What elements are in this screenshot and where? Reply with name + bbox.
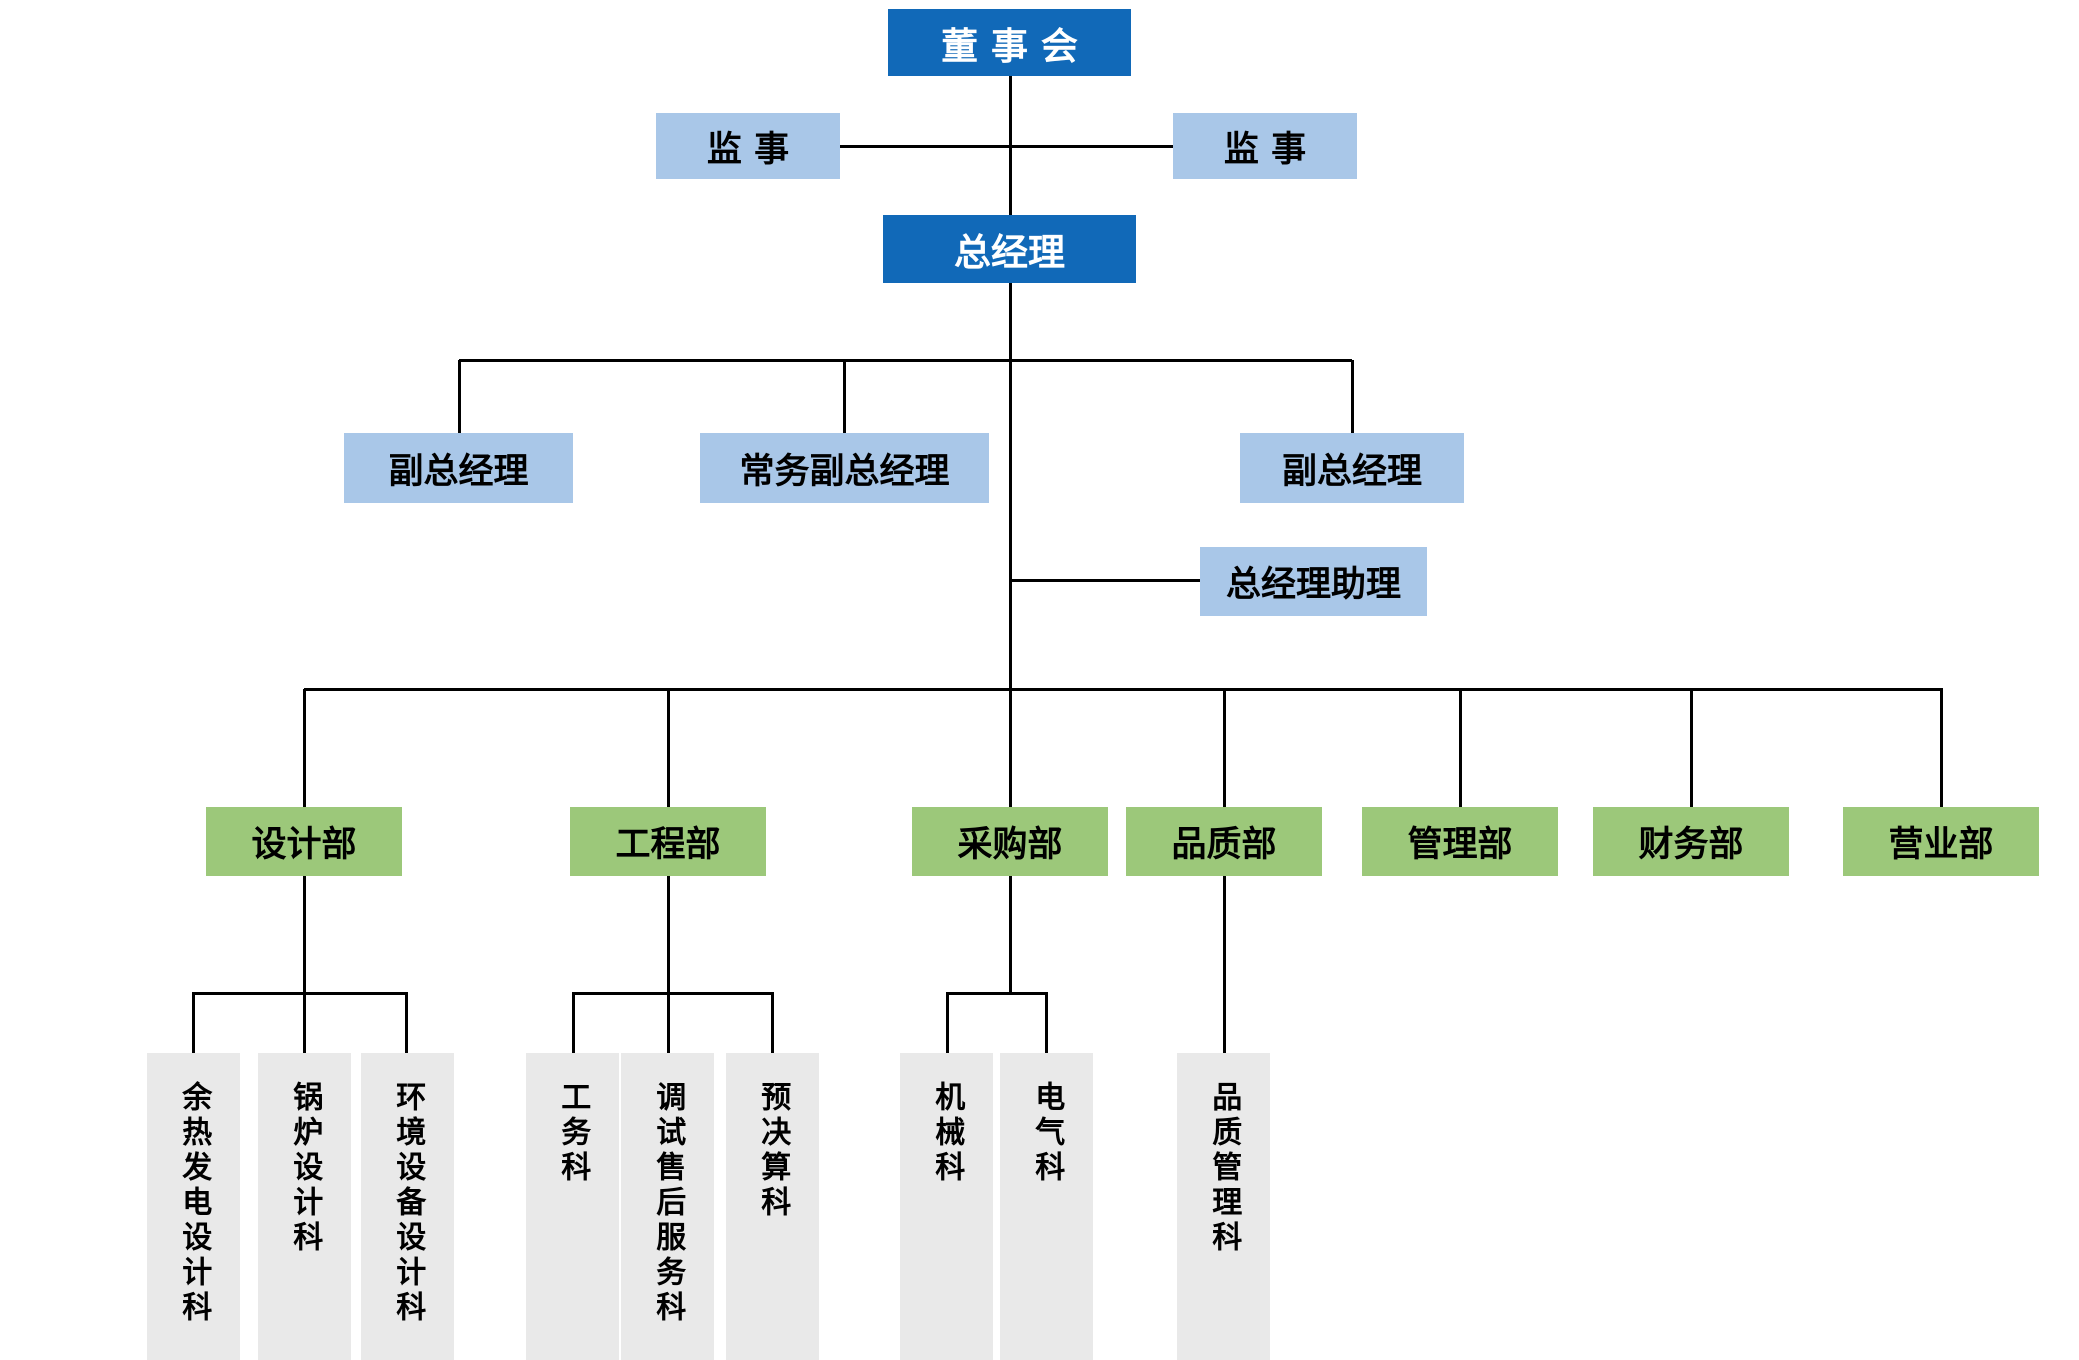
node-section-electrical: 电气科 bbox=[1000, 1053, 1093, 1360]
connector-line bbox=[572, 992, 774, 995]
node-dept-design: 设计部 bbox=[206, 807, 402, 876]
connector-line bbox=[1045, 993, 1048, 1053]
connector-line bbox=[771, 993, 774, 1053]
node-supervisor-left: 监 事 bbox=[656, 113, 840, 179]
section-label: 电气科 bbox=[1029, 1081, 1065, 1186]
section-label: 调试售后服务科 bbox=[650, 1081, 686, 1326]
connector-line bbox=[1009, 283, 1012, 689]
connector-line bbox=[1009, 876, 1012, 994]
connector-line bbox=[840, 145, 1173, 148]
node-section-works: 工务科 bbox=[526, 1053, 619, 1360]
connector-line bbox=[459, 359, 1352, 362]
connector-line bbox=[1223, 689, 1226, 807]
connector-line bbox=[667, 689, 670, 807]
node-dept-purchasing: 采购部 bbox=[912, 807, 1108, 876]
section-label: 工务科 bbox=[555, 1081, 591, 1186]
connector-line bbox=[192, 992, 408, 995]
node-section-env-equipment-design: 环境设备设计科 bbox=[361, 1053, 454, 1360]
node-section-boiler-design: 锅炉设计科 bbox=[258, 1053, 351, 1360]
section-label: 机械科 bbox=[929, 1081, 965, 1186]
node-general-manager: 总经理 bbox=[883, 215, 1136, 283]
connector-line bbox=[303, 689, 306, 807]
node-section-commissioning-aftersales: 调试售后服务科 bbox=[621, 1053, 714, 1360]
connector-line bbox=[572, 993, 575, 1053]
node-section-machinery: 机械科 bbox=[900, 1053, 993, 1360]
node-dept-admin: 管理部 bbox=[1362, 807, 1558, 876]
connector-line bbox=[405, 993, 408, 1053]
node-board: 董 事 会 bbox=[888, 9, 1131, 76]
connector-line bbox=[843, 360, 846, 433]
node-supervisor-right: 监 事 bbox=[1173, 113, 1357, 179]
connector-line bbox=[458, 360, 461, 433]
section-label: 环境设备设计科 bbox=[390, 1081, 426, 1326]
connector-line bbox=[303, 876, 306, 1053]
connector-line bbox=[1940, 689, 1943, 807]
connector-line bbox=[946, 992, 1048, 995]
connector-line bbox=[1010, 579, 1200, 582]
section-label: 余热发电设计科 bbox=[176, 1081, 212, 1326]
section-label: 锅炉设计科 bbox=[287, 1081, 323, 1256]
connector-line bbox=[192, 993, 195, 1053]
node-dept-quality: 品质部 bbox=[1126, 807, 1322, 876]
connector-line bbox=[1351, 360, 1354, 433]
node-dept-finance: 财务部 bbox=[1593, 807, 1789, 876]
node-gm-assistant: 总经理助理 bbox=[1200, 547, 1427, 616]
connector-line bbox=[946, 993, 949, 1053]
node-section-waste-heat-power-design: 余热发电设计科 bbox=[147, 1053, 240, 1360]
connector-line bbox=[1690, 689, 1693, 807]
section-label: 品质管理科 bbox=[1206, 1081, 1242, 1256]
node-deputy-gm-left: 副总经理 bbox=[344, 433, 573, 503]
node-deputy-gm-right: 副总经理 bbox=[1240, 433, 1464, 503]
node-dept-engineering: 工程部 bbox=[570, 807, 766, 876]
section-label: 预决算科 bbox=[755, 1081, 791, 1221]
connector-line bbox=[1009, 689, 1012, 807]
node-section-budget: 预决算科 bbox=[726, 1053, 819, 1360]
connector-line bbox=[304, 688, 1943, 691]
connector-line bbox=[1223, 876, 1226, 1053]
connector-line bbox=[667, 876, 670, 1053]
node-section-quality-management: 品质管理科 bbox=[1177, 1053, 1270, 1360]
connector-line bbox=[1459, 689, 1462, 807]
node-executive-deputy-gm: 常务副总经理 bbox=[700, 433, 989, 503]
node-dept-sales: 营业部 bbox=[1843, 807, 2039, 876]
